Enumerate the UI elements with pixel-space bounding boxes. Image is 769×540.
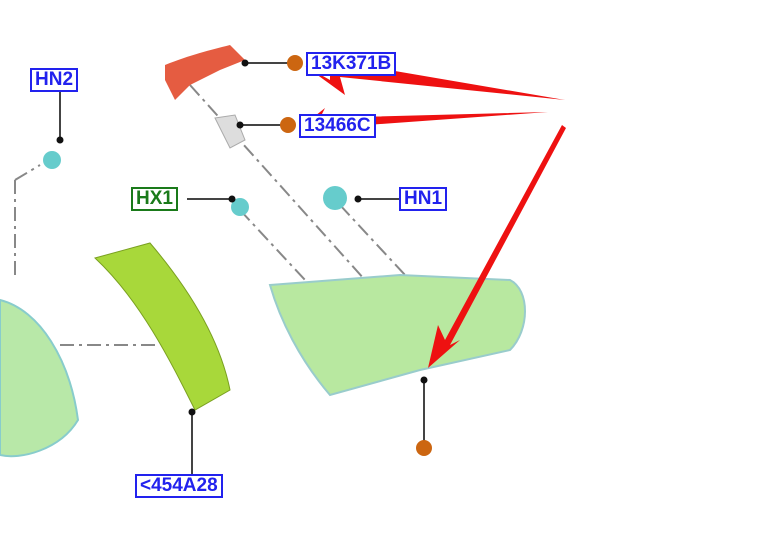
assembly-lines	[14, 84, 406, 346]
callout-hn1[interactable]: HN1	[399, 187, 448, 211]
callout-hn2[interactable]: HN2	[30, 68, 79, 92]
lamp-bracket	[94, 242, 231, 411]
callout-part-3[interactable]: <454A28	[135, 474, 223, 498]
tail-lamp-right	[268, 273, 526, 397]
tail-lamp-left	[0, 298, 80, 458]
callout-part-2[interactable]: 13466C	[299, 114, 376, 138]
bulb-socket	[214, 114, 246, 149]
callout-dots	[280, 55, 432, 456]
callout-hx1[interactable]: HX1	[131, 187, 178, 211]
wiring-harness	[165, 45, 245, 100]
callout-part-1[interactable]: 13K371B	[306, 52, 397, 76]
clips	[43, 151, 347, 216]
